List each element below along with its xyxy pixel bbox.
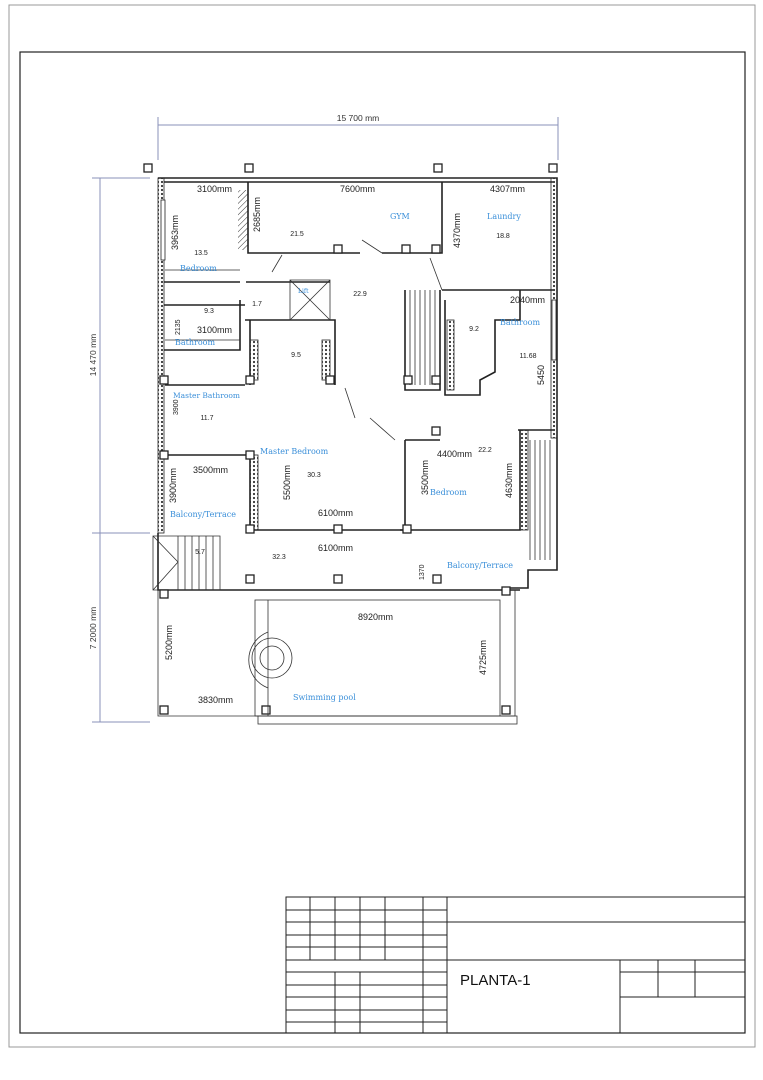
room-label-swimming-pool: Swimming pool [293, 693, 356, 702]
overall-width-dimension: 15 700 mm [337, 113, 380, 123]
dimension-label: 3100mm [197, 184, 232, 194]
area-label: 11.68 [520, 353, 537, 360]
dimension-label: 3500mm [193, 465, 228, 475]
room-label-balcony-terrace: Balcony/Terrace [170, 510, 236, 519]
area-label: 1.7 [252, 301, 262, 308]
dimension-label: 4400mm [437, 449, 472, 459]
area-label: 11.7 [200, 415, 213, 422]
sheet-inner-border [19, 51, 746, 1034]
dimension-label: 4725mm [478, 640, 488, 675]
dimension-label: 6100mm [318, 543, 353, 553]
room-label-gym: GYM [390, 212, 410, 221]
dimension-label: 2040mm [510, 295, 545, 305]
swimming-pool [157, 590, 518, 725]
dimension-label: 3900 [173, 399, 180, 415]
area-label: 22.2 [478, 447, 492, 454]
dimension-label: 3500mm [420, 460, 430, 495]
interior-walls [164, 182, 553, 560]
title-block [285, 896, 746, 1034]
room-label-bedroom: Bedroom [180, 264, 217, 273]
area-label: 32.3 [272, 554, 286, 561]
dimension-label: 4307mm [490, 184, 525, 194]
room-label-lift: Lift [298, 288, 309, 295]
sheet-title: PLANTA-1 [460, 972, 531, 989]
sheet-outer-border [8, 4, 756, 1048]
room-label-bedroom: Bedroom [430, 488, 467, 497]
room-label-master-bedroom: Master Bedroom [260, 447, 329, 456]
room-label-balcony-terrace: Balcony/Terrace [447, 561, 513, 570]
dimension-label: 1370 [419, 564, 426, 580]
room-label-bathroom: Bathroom [175, 338, 215, 347]
dimension-label: 3100mm [197, 325, 232, 335]
dimension-label: 5450 [536, 365, 546, 385]
dimension-label: 6100mm [318, 508, 353, 518]
dimension-label: 5500mm [282, 465, 292, 500]
dimension-label: 2135 [175, 319, 182, 335]
area-label: 30.3 [307, 472, 321, 479]
dimension-label: 4370mm [452, 213, 462, 248]
area-label: 22.9 [353, 291, 367, 298]
dimension-label: 2685mm [252, 197, 262, 232]
dimension-label: 7600mm [340, 184, 375, 194]
area-label: 9.2 [469, 326, 479, 333]
upper-depth-dimension: 14 470 mm [88, 334, 98, 377]
dimension-label: 3830mm [198, 695, 233, 705]
dimension-label: 5200mm [164, 625, 174, 660]
structural-columns [143, 163, 558, 715]
area-label: 18.8 [496, 233, 510, 240]
lower-depth-dimension: 7 2000 mm [88, 607, 98, 650]
dimension-label: 8920mm [358, 612, 393, 622]
area-label: 9.3 [204, 308, 214, 315]
area-label: 21.5 [290, 231, 304, 238]
dimension-lines [92, 117, 559, 723]
area-label: 13.5 [194, 250, 208, 257]
room-labels: 3100mm 3963mm 13.5 Bedroom 7600mm 2685mm… [164, 184, 546, 705]
room-label-laundry: Laundry [487, 212, 521, 221]
room-label-bathroom: Bathroom [500, 318, 540, 327]
dimension-label: 3900mm [168, 468, 178, 503]
room-label-master-bathroom: Master Bathroom [173, 391, 240, 400]
dimension-label: 4630mm [504, 463, 514, 498]
dimension-label: 3963mm [170, 215, 180, 250]
area-label: 5.7 [195, 549, 205, 556]
stairs [152, 535, 221, 591]
area-label: 9.5 [291, 352, 301, 359]
